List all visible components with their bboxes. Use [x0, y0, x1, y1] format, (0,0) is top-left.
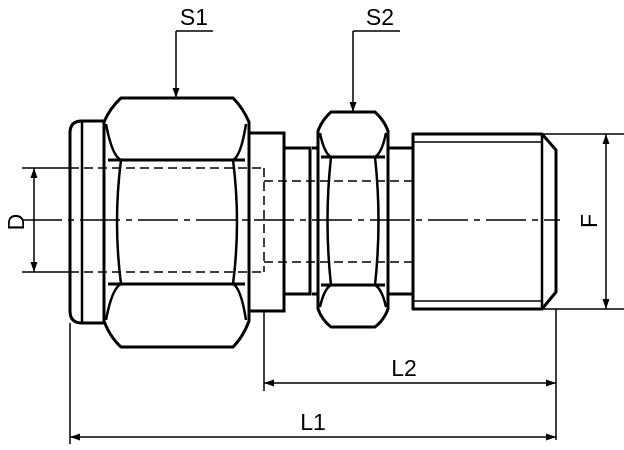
hex-nut-s1 [102, 96, 251, 349]
leader-s2 [349, 30, 400, 112]
leader-s1 [172, 30, 213, 98]
hex-body-s2 [312, 110, 390, 329]
label-f: F [576, 214, 602, 228]
label-l1: L1 [300, 409, 326, 435]
dimension-d [22, 167, 70, 273]
label-s2: S2 [366, 4, 394, 30]
hidden-bore-lines [70, 167, 412, 273]
dimension-f [542, 133, 624, 310]
body-collar [247, 131, 312, 313]
dimension-l2 [263, 309, 557, 440]
dimension-l1 [69, 323, 556, 444]
label-l2: L2 [391, 355, 417, 381]
label-d: D [3, 214, 29, 231]
male-thread-end [386, 132, 558, 311]
label-s1: S1 [180, 4, 208, 30]
